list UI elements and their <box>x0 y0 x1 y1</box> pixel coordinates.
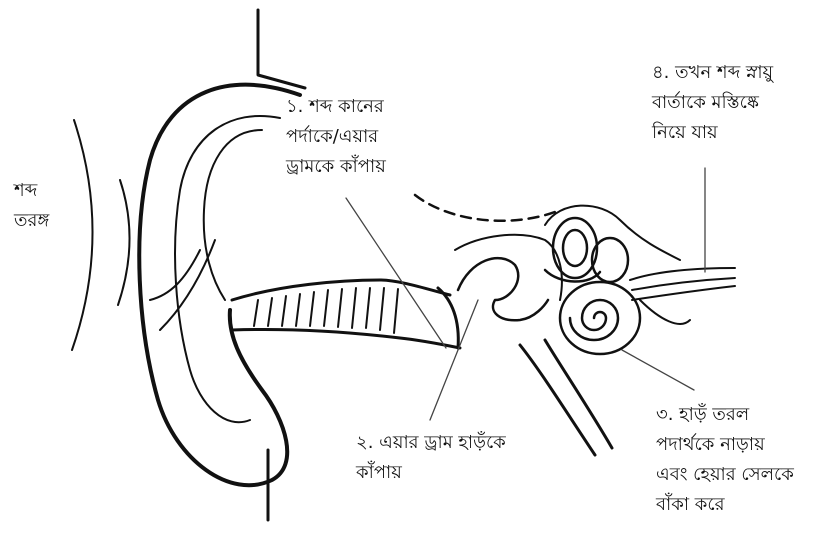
label-step4-line-2: বার্তাকে মস্তিষ্কে <box>652 88 773 118</box>
label-step3-line-4: বাঁকা করে <box>656 490 794 520</box>
semicircular-canals <box>545 218 628 282</box>
leader-step3 <box>622 350 694 390</box>
label-sound-wave-line-2: তরঙ্গ <box>14 206 49 236</box>
outer-ear-inner-fold <box>175 116 280 422</box>
outer-ear-helix <box>204 130 262 300</box>
sound-wave-arc-2 <box>118 180 130 305</box>
skull-outline-dashed <box>415 195 555 221</box>
inner-ear-outline <box>545 206 690 324</box>
label-step1-line-1: ১. শব্দ কানের <box>286 92 386 122</box>
label-step4-line-3: নিয়ে যায় <box>652 118 773 148</box>
outer-ear-pinna <box>139 85 300 486</box>
head-outline-top <box>258 10 305 88</box>
label-step1-line-3: ড্রামকে কাঁপায় <box>286 152 386 182</box>
label-step2-line-2: কাঁপায় <box>356 458 506 488</box>
label-step2-line-1: ২. এয়ার ড্রাম হাড়ঁকে <box>356 428 506 458</box>
auditory-nerve <box>630 268 735 300</box>
leader-step2 <box>430 300 478 420</box>
cochlea <box>560 282 640 354</box>
label-step1: ১. শব্দ কানের পর্দাকে/এয়ার ড্রামকে কাঁপ… <box>286 92 386 182</box>
label-sound-wave-line-1: শব্দ <box>14 176 49 206</box>
label-step3-line-3: এবং হেয়ার সেলকে <box>656 460 794 490</box>
label-sound-wave: শব্দ তরঙ্গ <box>14 176 49 236</box>
leader-step1 <box>346 198 446 348</box>
sound-wave-arc-1 <box>72 120 93 350</box>
label-step1-line-2: পর্দাকে/এয়ার <box>286 122 386 152</box>
label-step3: ৩. হাড়ঁ তরল পদার্থকে নাড়ায় এবং হেয়ার… <box>656 400 794 520</box>
leader-lines <box>346 168 705 420</box>
middle-ear-cavity <box>455 235 562 300</box>
middle-ear-ossicles <box>458 258 548 320</box>
label-step3-line-1: ৩. হাড়ঁ তরল <box>656 400 794 430</box>
label-step4-line-1: ৪. তখন শব্দ স্নায়ু <box>652 58 773 88</box>
ear-canal-hairs <box>254 288 398 333</box>
label-step4: ৪. তখন শব্দ স্নায়ু বার্তাকে মস্তিষ্কে ন… <box>652 58 773 148</box>
outer-ear-concha <box>150 240 215 330</box>
eardrum <box>438 288 458 348</box>
ear-canal-bottom <box>232 329 460 348</box>
eustachian-tube <box>520 340 612 455</box>
label-step3-line-2: পদার্থকে নাড়ায় <box>656 430 794 460</box>
label-step2: ২. এয়ার ড্রাম হাড়ঁকে কাঁপায় <box>356 428 506 488</box>
